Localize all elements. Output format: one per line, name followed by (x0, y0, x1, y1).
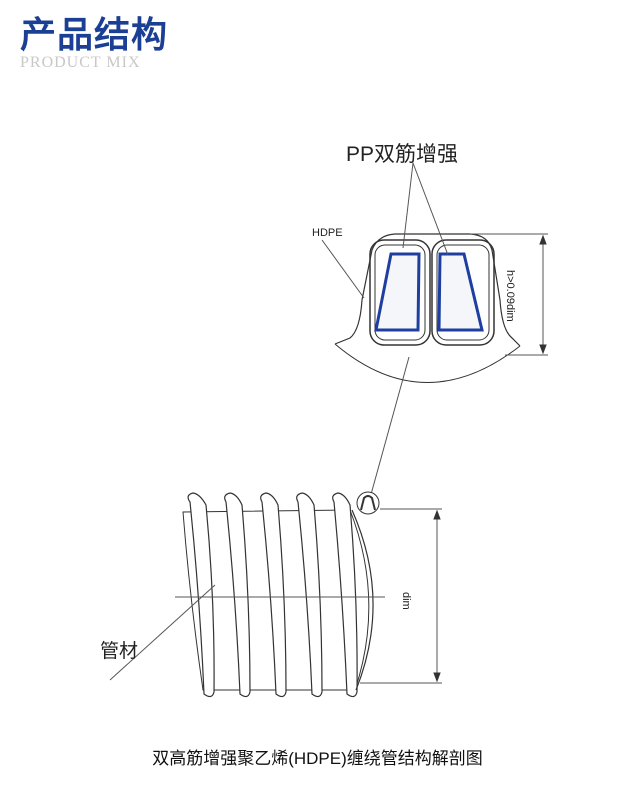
pp-reinforcement-label: PP双筋增强 (346, 143, 459, 166)
page-subtitle: PRODUCT MIX (20, 54, 141, 71)
pp-reinforcement-left (374, 252, 421, 332)
hdpe-label: HDPE (312, 227, 343, 239)
pipe-label: 管材 (100, 641, 139, 662)
page-title: 产品结构 (20, 14, 169, 56)
rib-cross-section (321, 162, 548, 499)
pp-reinforcement-right (437, 252, 484, 332)
height-dimension-label: h>0.09dim (504, 270, 516, 322)
diagram-caption: 双高筋增强聚乙烯(HDPE)缠绕管结构解剖图 (152, 749, 483, 768)
pipe-body (109, 491, 442, 698)
diameter-dimension-label: dim (400, 592, 412, 610)
